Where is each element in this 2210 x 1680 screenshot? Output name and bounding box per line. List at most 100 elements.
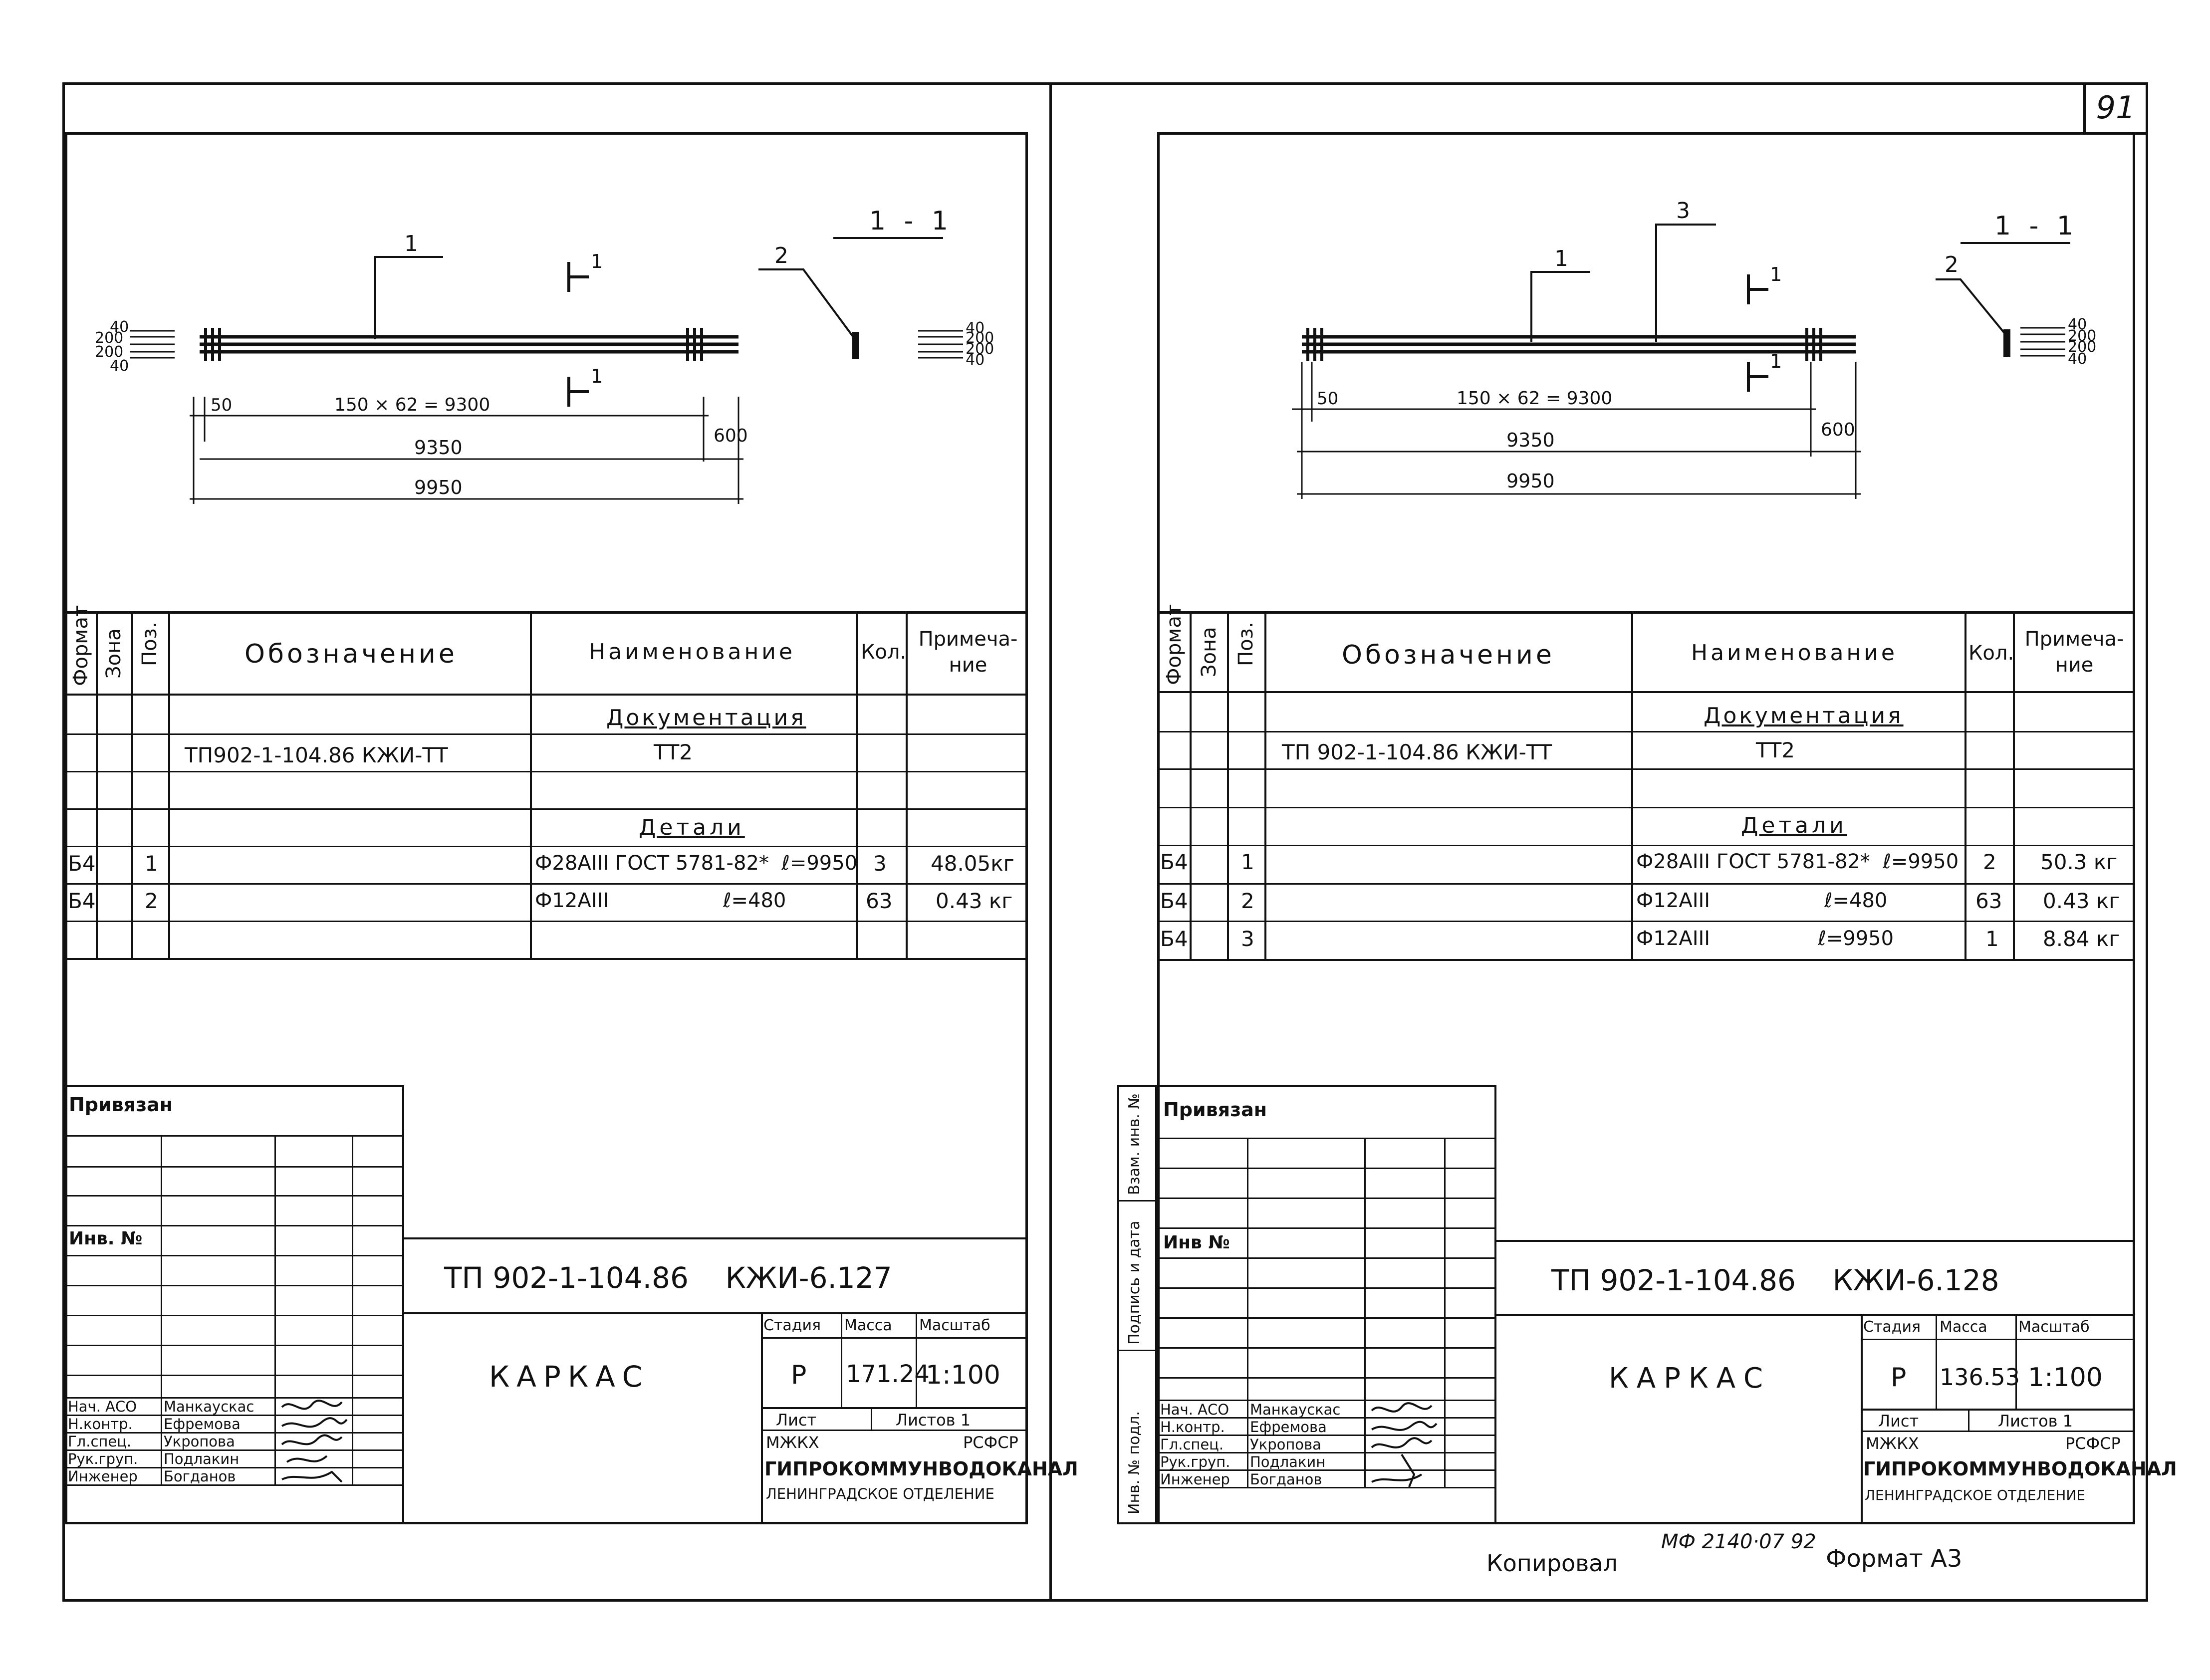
right-dim-4: 40 bbox=[966, 351, 984, 369]
doc-name: ТТ2 bbox=[654, 740, 693, 764]
section-docs: Документация bbox=[1704, 703, 1904, 728]
header-name: Наименование bbox=[589, 639, 795, 665]
row-2-format: Б4 bbox=[68, 889, 96, 913]
person-1-role: Нач. АСО bbox=[68, 1398, 137, 1415]
row-1-qty: 3 bbox=[873, 851, 887, 876]
stage-label: Стадия bbox=[763, 1317, 821, 1334]
org-branch: ЛЕНИНГРАДСКОЕ ОТДЕЛЕНИЕ bbox=[766, 1485, 994, 1502]
header-designation: Обозначение bbox=[245, 639, 458, 669]
org-name: ГИПРОКОММУНВОДОКАНАЛ bbox=[764, 1458, 1078, 1480]
person-2-name: Ефремова bbox=[1250, 1419, 1327, 1436]
section-label: 1 - 1 bbox=[1994, 211, 2078, 241]
right-dim-1: 40 bbox=[966, 319, 984, 337]
header-zone: Зона bbox=[1198, 627, 1221, 677]
drawing-code: ТП 902-1-104.86 КЖИ-6.127 bbox=[444, 1261, 892, 1295]
binding-stamp: Привязан Инв. № Нач. АСО Манкаускас Н.ко… bbox=[65, 1085, 404, 1524]
section-mark-top: 1 bbox=[591, 250, 603, 272]
header-format: Формат bbox=[69, 605, 92, 686]
org-republic: РСФСР bbox=[963, 1433, 1018, 1452]
footer-format: Формат А3 bbox=[1826, 1545, 1963, 1573]
rebar-cage-drawing: 1 3 1 1 2 1 - 1 40 200 200 40 bbox=[1292, 198, 2096, 499]
inv-no-label: Инв № bbox=[1163, 1232, 1230, 1253]
org-republic: РСФСР bbox=[2065, 1434, 2121, 1453]
person-1-name: Манкаускас bbox=[1250, 1401, 1341, 1418]
doc-name: ТТ2 bbox=[1756, 738, 1795, 762]
side-stub: Взам. инв. № Подпись и дата Инв. № подл. bbox=[1090, 1085, 1157, 1524]
row-2-name: Ф12АIII ℓ=480 bbox=[1636, 889, 1888, 912]
inner-frame bbox=[65, 132, 1028, 1524]
dim-50: 50 bbox=[211, 395, 232, 415]
header-pos: Поз. bbox=[1234, 622, 1257, 666]
stage-value: Р bbox=[791, 1360, 807, 1390]
org-branch: ЛЕНИНГРАДСКОЕ ОТДЕЛЕНИЕ bbox=[1865, 1487, 2085, 1503]
person-5-role: Инженер bbox=[1160, 1471, 1230, 1488]
sheet-label: Лист bbox=[1878, 1412, 1919, 1431]
drawing-title: КАРКАС bbox=[1609, 1362, 1771, 1395]
dim-9350: 9350 bbox=[414, 437, 463, 459]
row-1-format: Б4 bbox=[68, 851, 96, 876]
header-note: Примеча-ние bbox=[2024, 628, 2124, 677]
row-2-note: 0.43 кг bbox=[2043, 889, 2120, 913]
left-dim-4: 40 bbox=[110, 357, 129, 375]
rebar-cage-drawing: 1 1 1 2 1 - 1 40 200 200 40 40 200 bbox=[95, 206, 994, 504]
title-block: ТП 902-1-104.86 КЖИ-6.127 КАРКАС Стадия … bbox=[404, 1237, 1078, 1524]
section-mark-bottom: 1 bbox=[591, 365, 603, 387]
row-2-pos: 2 bbox=[145, 889, 158, 913]
header-note: Примеча-ние bbox=[918, 628, 1018, 677]
row-2-format: Б4 bbox=[1160, 889, 1188, 913]
left-dim-3: 200 bbox=[95, 343, 123, 361]
row-1-pos: 1 bbox=[1241, 850, 1254, 874]
stub-label-podpis: Подпись и дата bbox=[1126, 1220, 1143, 1345]
person-2-role: Н.контр. bbox=[1160, 1419, 1225, 1436]
header-name: Наименование bbox=[1691, 640, 1898, 666]
sheet-right: 1 3 1 1 2 1 - 1 40 200 200 40 bbox=[1050, 0, 2177, 1680]
person-4-role: Рук.груп. bbox=[1160, 1453, 1230, 1470]
callout-3: 3 bbox=[1676, 198, 1690, 224]
footer-copied: Копировал bbox=[1486, 1550, 1618, 1577]
scale-value: 1:100 bbox=[926, 1360, 1000, 1390]
person-2-name: Ефремова bbox=[164, 1416, 241, 1433]
row-3-pos: 3 bbox=[1241, 927, 1254, 951]
row-1-name: Ф28АIII ГОСТ 5781-82* ℓ=9950 bbox=[535, 852, 858, 875]
signatures bbox=[281, 1400, 348, 1483]
spec-table: Формат Зона Поз. Обозначение Наименовани… bbox=[1157, 604, 2135, 961]
dim-9950: 9950 bbox=[1506, 470, 1555, 492]
sheet-divider bbox=[1049, 82, 1052, 1602]
org-ministry: МЖКХ bbox=[766, 1433, 819, 1452]
dim-9350: 9350 bbox=[1506, 429, 1555, 451]
scale-label: Масштаб bbox=[919, 1317, 990, 1334]
drawing-title: КАРКАС bbox=[489, 1360, 650, 1394]
section-mark-top: 1 bbox=[1770, 263, 1782, 285]
row-1-qty: 2 bbox=[1983, 850, 1996, 874]
left-dim-1: 40 bbox=[110, 318, 129, 336]
header-pos: Поз. bbox=[138, 622, 161, 666]
callout-2: 2 bbox=[774, 243, 788, 268]
dim-50: 50 bbox=[1317, 389, 1338, 409]
sheet-label: Лист bbox=[776, 1411, 817, 1430]
person-1-role: Нач. АСО bbox=[1160, 1401, 1229, 1418]
mass-label: Масса bbox=[844, 1317, 892, 1334]
person-3-role: Гл.спец. bbox=[68, 1433, 132, 1450]
section-details: Детали bbox=[639, 815, 745, 840]
callout-1: 1 bbox=[1554, 246, 1568, 271]
row-3-format: Б4 bbox=[1160, 927, 1188, 951]
header-zone: Зона bbox=[102, 628, 125, 679]
right-dim-2: 200 bbox=[2068, 327, 2096, 345]
row-1-pos: 1 bbox=[145, 851, 158, 876]
row-2-qty: 63 bbox=[866, 889, 893, 913]
person-3-name: Укропова bbox=[164, 1433, 235, 1450]
binding-stamp: Привязан Инв № Нач. АСО Манкаускас Н.кон… bbox=[1157, 1085, 1496, 1524]
title-block: ТП 902-1-104.86 КЖИ-6.128 КАРКАС Стадия … bbox=[1496, 1240, 2177, 1524]
person-4-name: Подлакин bbox=[1250, 1453, 1326, 1470]
row-1-note: 48.05кг bbox=[931, 851, 1014, 876]
dim-spacing: 150 × 62 = 9300 bbox=[334, 395, 490, 415]
inner-frame bbox=[1157, 132, 2135, 1524]
mass-value: 136.53 bbox=[1940, 1364, 2020, 1391]
person-5-name: Богданов bbox=[164, 1468, 236, 1485]
sheets-label: Листов 1 bbox=[1998, 1412, 2073, 1431]
right-dim-2: 200 bbox=[966, 329, 994, 347]
person-4-name: Подлакин bbox=[164, 1450, 240, 1467]
stage-label: Стадия bbox=[1863, 1318, 1921, 1336]
spec-table: Формат Зона Поз. Обозначение Наименовани… bbox=[65, 605, 1028, 960]
right-dim-3: 200 bbox=[2068, 338, 2096, 356]
